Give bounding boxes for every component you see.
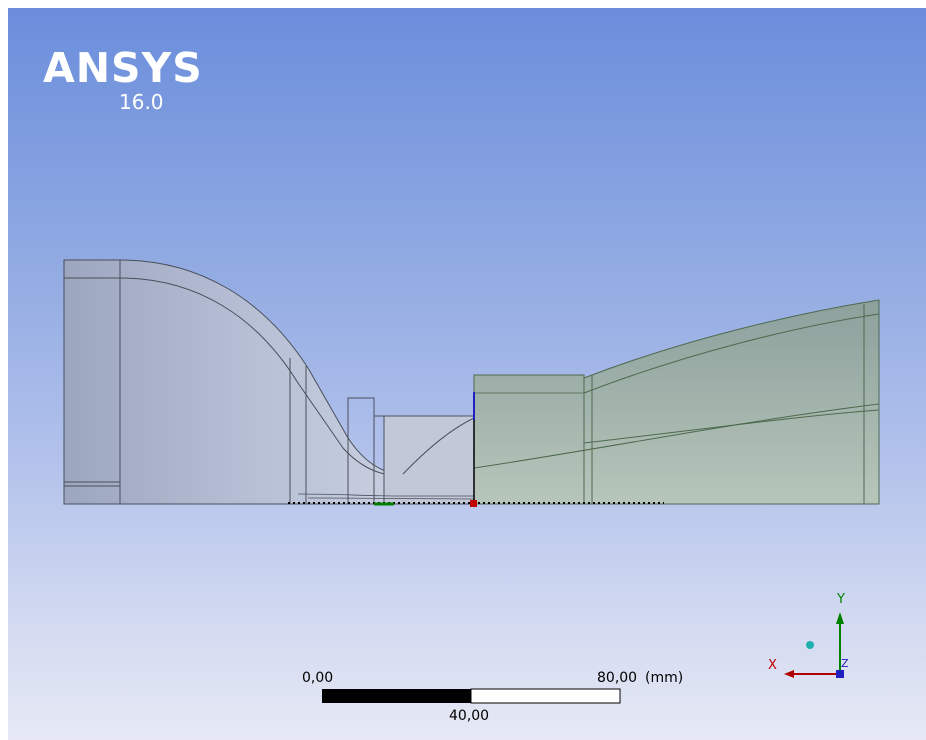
isometric-view-ball[interactable] (806, 641, 814, 649)
triad-y-label: Y (837, 592, 845, 607)
origin-marker (470, 500, 477, 507)
scale-unit-label: (mm) (645, 670, 684, 686)
outlet-body[interactable] (473, 299, 880, 505)
triad-z-label: Z (841, 657, 849, 670)
scale-mid-label: 40,00 (449, 708, 490, 724)
scale-bar (322, 688, 621, 704)
model-geometry[interactable] (8, 8, 926, 740)
inlet-body[interactable] (63, 259, 475, 505)
scale-end-label: 80,00 (597, 670, 638, 686)
ansys-logo: ANSYS (43, 44, 203, 92)
local-coordinate-system (288, 392, 664, 507)
axis-triad[interactable] (784, 612, 844, 678)
triad-x-label: X (768, 658, 777, 673)
ansys-version: 16.0 (119, 90, 164, 114)
scale-start-label: 0,00 (302, 670, 334, 686)
graphics-viewport[interactable]: ANSYS 16.0 (8, 8, 926, 740)
